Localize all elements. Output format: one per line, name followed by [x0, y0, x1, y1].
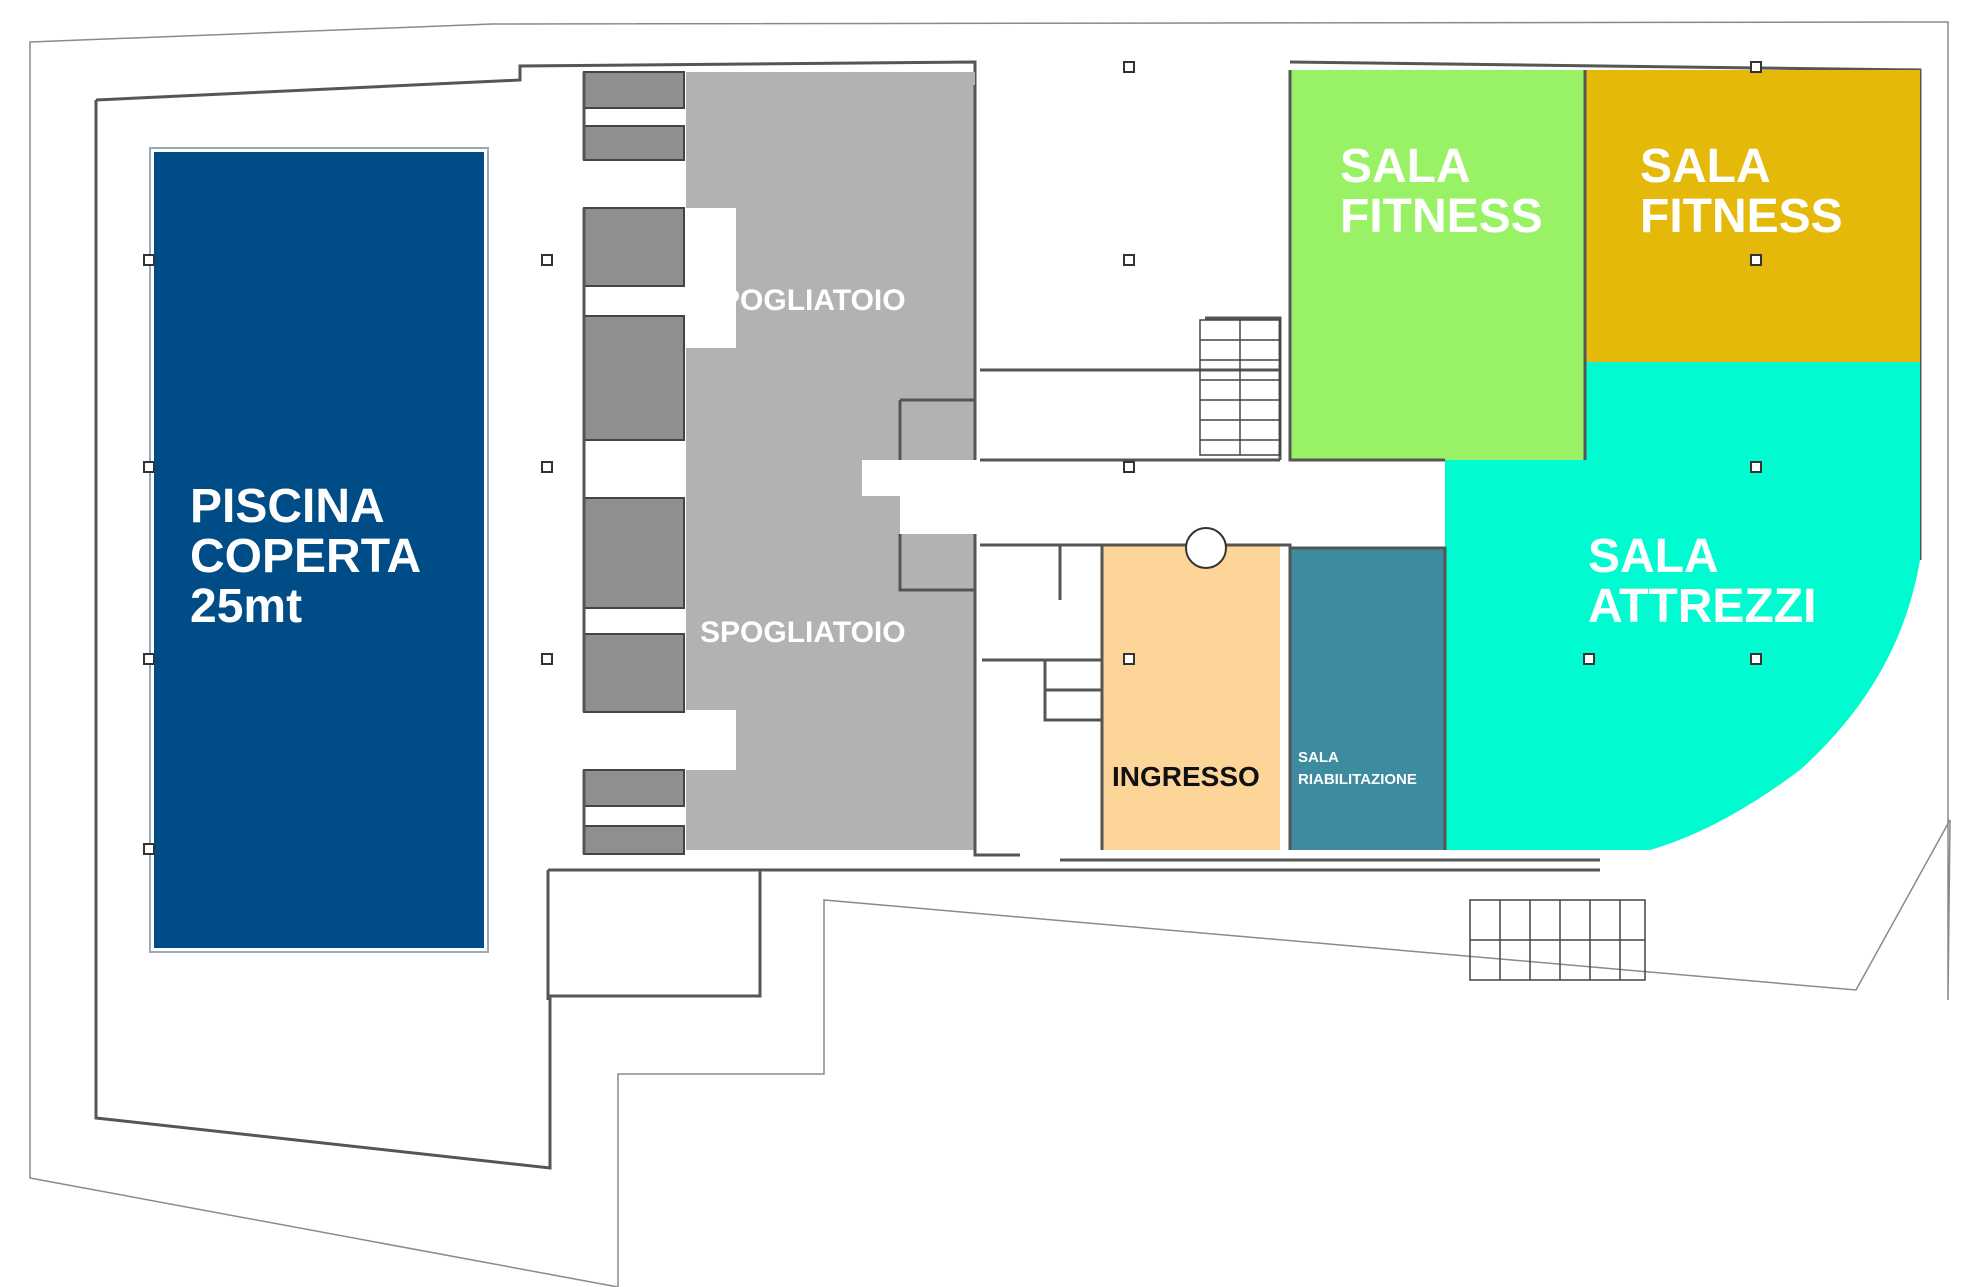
pool-room	[154, 152, 484, 948]
equipment-room	[1445, 362, 1920, 850]
interior-walls	[546, 70, 1600, 1000]
fitness-room-1	[1290, 70, 1585, 460]
changing-room-bottom	[686, 460, 975, 850]
fitness-room-2	[1585, 70, 1920, 362]
entrance-room	[1102, 545, 1280, 850]
fitness-1-label-line1: SALA	[1340, 140, 1471, 193]
fitness-1-label-line2: FITNESS	[1340, 190, 1543, 243]
staircase-exterior	[1469, 899, 1646, 981]
equipment-label-line2: ATTREZZI	[1588, 580, 1816, 633]
pool-label-line2: COPERTA	[190, 530, 421, 583]
locker-cabins	[582, 71, 685, 855]
pool-label-line1: PISCINA	[190, 480, 385, 533]
rehab-label-line2: RIABILITAZIONE	[1298, 771, 1417, 788]
changing-room-top	[686, 72, 975, 496]
staircase-main	[1199, 319, 1281, 456]
pillars	[143, 61, 1762, 855]
equipment-label-line1: SALA	[1588, 530, 1719, 583]
site-boundary	[29, 21, 1951, 1287]
pool-frame	[149, 147, 489, 953]
changing-bottom-label: SPOGLIATOIO	[700, 616, 906, 649]
rehab-room	[1290, 548, 1445, 850]
fitness-2-label-line1: SALA	[1640, 140, 1771, 193]
pool-label-line3: 25mt	[190, 580, 302, 633]
changing-top-label: SPOGLIATOIO	[700, 284, 906, 317]
revolving-door	[1185, 527, 1227, 569]
fitness-2-label-line2: FITNESS	[1640, 190, 1843, 243]
entrance-label: INGRESSO	[1112, 761, 1260, 792]
rehab-label-line1: SALA	[1298, 749, 1339, 766]
